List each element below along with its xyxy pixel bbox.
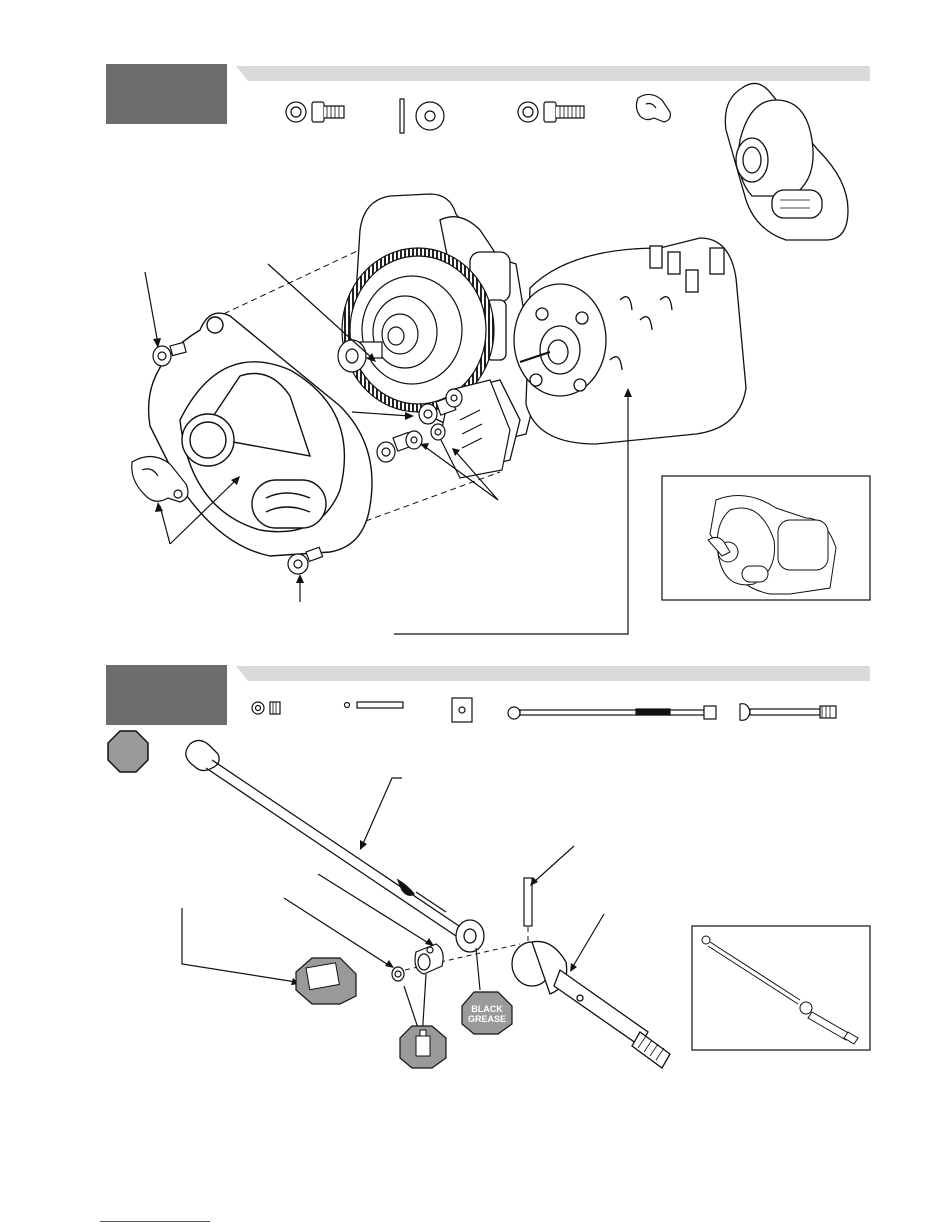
center-driveshaft bbox=[186, 740, 484, 952]
footer-rule bbox=[100, 1221, 210, 1222]
pin-icon bbox=[345, 702, 404, 708]
grease-label-line1: BLACK bbox=[462, 1004, 512, 1014]
motor-clip-icon bbox=[636, 94, 670, 122]
step-octagon-badge bbox=[108, 731, 148, 772]
set-screw-icon bbox=[252, 702, 280, 714]
center-driveshaft-icon bbox=[508, 706, 716, 719]
square-nut-icon bbox=[452, 698, 472, 722]
outdrive bbox=[512, 941, 670, 1068]
grease-label-line2: GREASE bbox=[462, 1014, 512, 1024]
grease-label: BLACK GREASE bbox=[462, 1004, 512, 1024]
threadlock-bottle-icon bbox=[306, 963, 339, 990]
electric-motor bbox=[514, 238, 746, 444]
button-head-screw-with-washer-icon bbox=[518, 102, 584, 122]
motor-screw bbox=[377, 424, 445, 462]
gear-cover-icon bbox=[725, 83, 848, 240]
button-head-screw-with-washer-icon bbox=[286, 102, 344, 122]
callout-arrows-step2 bbox=[182, 778, 604, 1040]
collar bbox=[415, 944, 443, 974]
outdrive-icon bbox=[740, 704, 836, 721]
set-screw bbox=[392, 967, 404, 981]
washer-side-and-front-icon bbox=[400, 99, 444, 133]
